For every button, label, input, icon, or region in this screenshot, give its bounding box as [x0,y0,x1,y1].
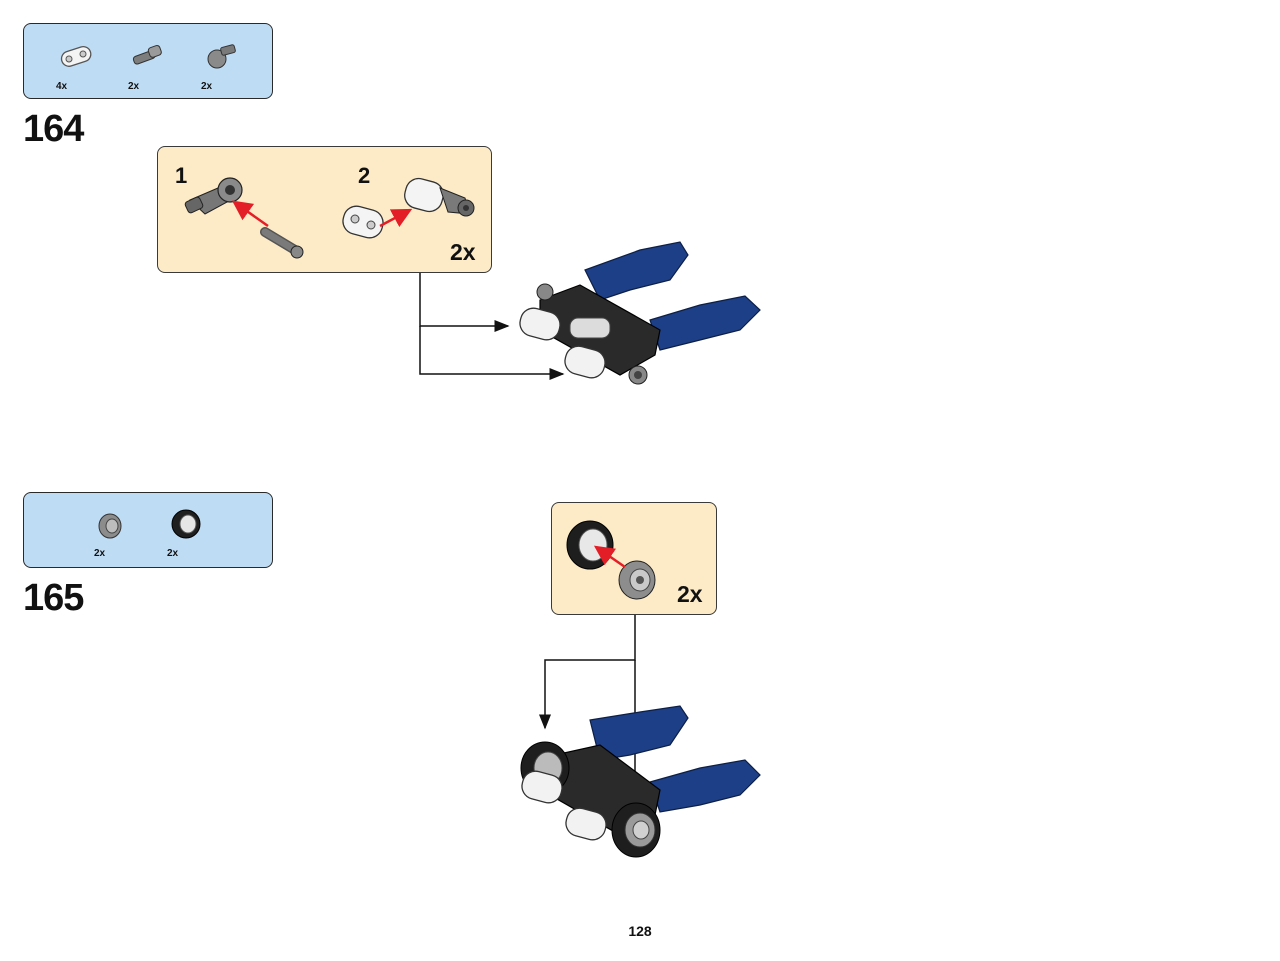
part-qty: 2x [128,81,140,92]
tire-icon [171,509,201,539]
substep-label-2: 2 [358,163,371,188]
part-rim: 2x [94,509,138,559]
parts-list-165: 2x 2x [23,492,273,568]
part-axle-connector: 2x [201,42,245,92]
axle-connector-icon [207,44,236,69]
axle-pin-icon [132,44,162,65]
substep-label-1: 1 [175,163,188,188]
page-number: 128 [628,923,652,939]
part-axle-pin: 2x [128,42,172,92]
part-tire: 2x [167,509,211,559]
substep2-assembly-icon [342,177,475,239]
substep-wheel-icon [566,520,656,600]
beam-2-icon [60,46,92,67]
substep1-assembly-icon [184,177,304,259]
part-qty: 4x [56,81,68,92]
rim-icon [98,513,122,539]
part-beam: 4x [56,42,100,92]
part-qty: 2x [94,548,106,559]
model-step-165 [520,705,761,858]
step-number-165: 165 [23,577,84,619]
substep-multiplier: 2x [450,239,476,265]
callout-arrows-164 [419,273,565,380]
part-qty: 2x [167,548,179,559]
model-step-164 [519,241,761,385]
part-qty: 2x [201,81,213,92]
parts-list-164: 4x 2x 2x [23,23,273,99]
step-number-164: 164 [23,108,84,150]
substep-multiplier: 2x [677,581,703,607]
